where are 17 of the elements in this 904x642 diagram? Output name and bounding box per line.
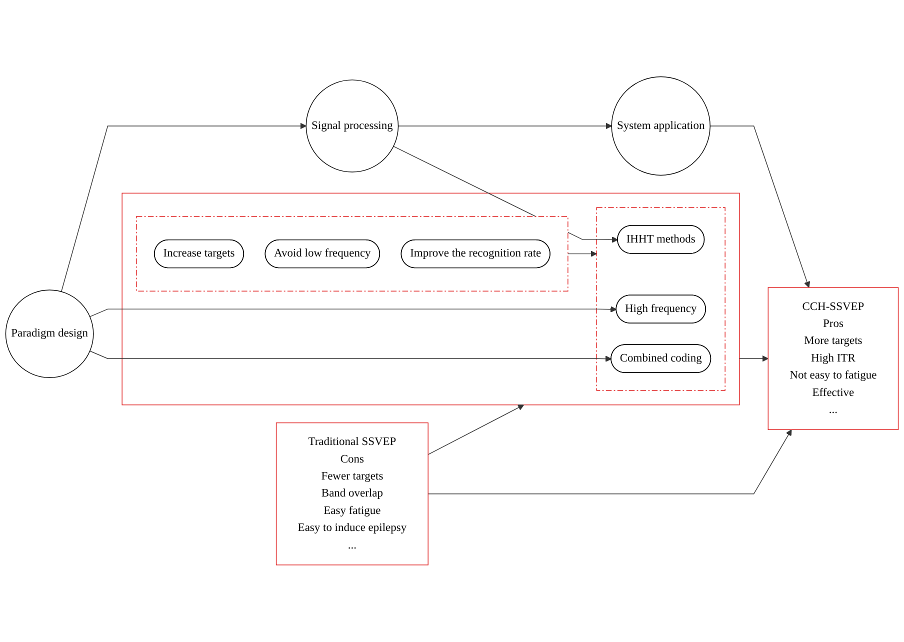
arrow: [398, 122, 612, 130]
node-circle: Signal processing: [306, 80, 399, 173]
arrow: [90, 306, 617, 318]
arrow: [568, 250, 597, 258]
cluster: [122, 192, 740, 406]
node-circle: Paradigm design: [5, 290, 94, 378]
arrow: [90, 350, 612, 362]
cluster: [596, 207, 726, 392]
node-circle: System application: [611, 76, 710, 176]
node-box: CCH-SSVEP Pros More targets High ITR Not easy to fatigue Effective ...: [768, 287, 899, 430]
arrow: [428, 430, 792, 494]
arrow: [710, 126, 810, 288]
arrow: [428, 404, 524, 456]
arrow: [61, 122, 306, 292]
cluster: [136, 216, 568, 292]
node-box: Traditional SSVEP Cons Fewer targets Band overlap Easy fatigue Easy to induce epilepsy ...: [276, 422, 428, 566]
arrow: [739, 356, 768, 362]
